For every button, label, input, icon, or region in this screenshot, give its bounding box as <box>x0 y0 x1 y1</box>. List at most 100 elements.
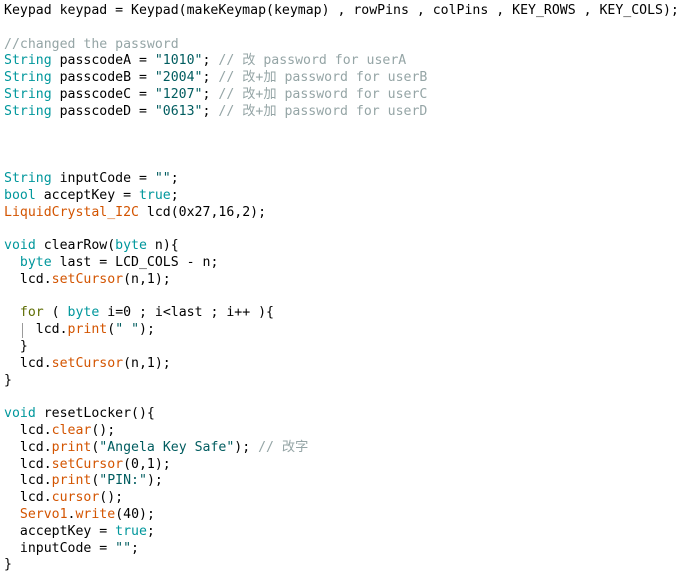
code-token-plain: (); <box>91 422 116 438</box>
code-token-comment: // 改 password for userA <box>218 53 407 69</box>
code-token-plain <box>4 305 20 320</box>
code-token-function: setCursor <box>51 355 124 371</box>
code-token-plain: acceptKey = <box>35 187 139 203</box>
code-token-plain: passcodeB = <box>51 70 155 86</box>
code-line[interactable]: void clearRow(byte n){ <box>4 238 679 255</box>
code-line[interactable]: byte last = LCD_COLS - n; <box>4 255 679 272</box>
code-line[interactable]: } <box>4 557 679 574</box>
code-line[interactable]: String inputCode = ""; <box>4 171 679 188</box>
code-token-type: true <box>115 523 147 539</box>
code-line[interactable] <box>4 389 679 406</box>
code-line[interactable]: //changed the password <box>4 37 679 54</box>
code-token-plain: . <box>67 506 76 522</box>
code-token-string: "" <box>154 170 171 186</box>
code-token-comment: // 改字 <box>258 439 309 455</box>
code-token-comment: //changed the password <box>4 36 179 52</box>
code-token-plain: lcd. <box>4 473 52 489</box>
code-token-plain: (); <box>99 490 124 506</box>
code-token-plain: ( <box>91 473 100 489</box>
code-line[interactable]: lcd.clear(); <box>4 423 679 440</box>
code-token-type: String <box>4 53 52 69</box>
code-line[interactable] <box>4 20 679 37</box>
code-line[interactable] <box>4 289 679 306</box>
code-token-string: "1010" <box>154 53 203 69</box>
code-line[interactable]: String passcodeD = "0613"; // 改+加 passwo… <box>4 104 679 121</box>
code-token-string: "2004" <box>154 70 203 86</box>
code-token-plain: (40); <box>115 506 155 522</box>
code-token-plain: ; <box>170 187 179 203</box>
code-token-string: "0613" <box>154 103 203 119</box>
code-token-function: cursor <box>51 490 100 506</box>
code-line[interactable]: acceptKey = true; <box>4 524 679 541</box>
code-token-type: String <box>4 103 52 119</box>
code-line[interactable]: LiquidCrystal_I2C lcd(0x27,16,2); <box>4 205 679 222</box>
code-token-plain: last = LCD_COLS - n; <box>51 254 219 270</box>
code-token-plain: ; <box>202 86 219 102</box>
code-line[interactable]: void resetLocker(){ <box>4 406 679 423</box>
code-token-plain: i=0 ; i<last ; i++ ){ <box>99 305 274 321</box>
code-token-type: byte <box>19 254 52 270</box>
code-token-type: true <box>138 187 171 203</box>
code-token-plain: ; <box>202 53 219 69</box>
code-token-function: write <box>75 506 116 522</box>
code-line[interactable]: } <box>4 339 679 356</box>
code-line[interactable]: Keypad keypad = Keypad(makeKeymap(keymap… <box>4 3 679 20</box>
code-token-plain: (n,1); <box>123 271 171 287</box>
code-token-string: "PIN:" <box>99 473 147 489</box>
code-token-plain: acceptKey = <box>4 523 116 539</box>
code-line[interactable]: Servo1.write(40); <box>4 507 679 524</box>
code-line[interactable] <box>4 154 679 171</box>
code-token-plain: passcodeD = <box>51 103 155 119</box>
code-token-function: setCursor <box>51 271 124 287</box>
code-line[interactable]: inputCode = ""; <box>4 541 679 558</box>
code-line[interactable]: } <box>4 373 679 390</box>
code-line[interactable]: lcd.cursor(); <box>4 490 679 507</box>
code-token-plain: } <box>4 372 12 388</box>
code-token-plain: ; <box>170 170 179 186</box>
code-token-plain: ; <box>146 523 155 539</box>
code-token-plain: inputCode = <box>4 540 116 556</box>
code-line[interactable]: String passcodeC = "1207"; // 改+加 passwo… <box>4 87 679 104</box>
code-token-plain: lcd(0x27,16,2); <box>138 204 267 220</box>
code-line[interactable] <box>4 137 679 154</box>
code-token-plain: resetLocker(){ <box>35 406 155 422</box>
code-token-plain: ; <box>131 540 139 556</box>
code-token-function: Servo1 <box>19 506 68 522</box>
code-token-type: String <box>4 170 52 186</box>
code-line[interactable]: lcd.print("Angela Key Safe"); // 改字 <box>4 440 679 457</box>
code-token-type: byte <box>115 238 147 254</box>
code-token-keyword: for <box>19 305 44 321</box>
code-token-plain: lcd. <box>4 439 52 455</box>
code-token-plain: } <box>4 338 28 354</box>
code-token-plain: ); <box>146 473 163 489</box>
code-token-type: bool <box>4 187 36 203</box>
code-line[interactable] <box>4 221 679 238</box>
code-line[interactable]: String passcodeA = "1010"; // 改 password… <box>4 53 679 70</box>
code-line[interactable]: bool acceptKey = true; <box>4 188 679 205</box>
code-token-plain: } <box>4 557 12 573</box>
code-line[interactable]: lcd.setCursor(n,1); <box>4 356 679 373</box>
code-token-function: LiquidCrystal_I2C <box>4 204 139 220</box>
code-line[interactable]: lcd.setCursor(n,1); <box>4 272 679 289</box>
code-token-comment: // 改+加 password for userD <box>218 103 428 119</box>
code-token-plain: n){ <box>146 238 179 254</box>
code-line[interactable]: for ( byte i=0 ; i<last ; i++ ){ <box>4 305 679 322</box>
code-token-comment: // 改+加 password for userC <box>218 86 428 102</box>
code-token-plain: lcd. <box>4 322 68 338</box>
code-token-plain: ; <box>202 70 219 86</box>
code-token-plain: lcd. <box>4 456 52 472</box>
code-line[interactable]: lcd.print(" "); <box>4 322 679 339</box>
code-line[interactable]: String passcodeB = "2004"; // 改+加 passwo… <box>4 70 679 87</box>
code-token-function: print <box>51 439 92 455</box>
code-token-type: byte <box>67 305 100 321</box>
code-token-function: setCursor <box>51 456 124 472</box>
code-token-plain: lcd. <box>4 271 52 287</box>
code-line[interactable] <box>4 121 679 138</box>
code-token-plain: inputCode = <box>51 170 155 186</box>
code-text[interactable]: Keypad keypad = Keypad(makeKeymap(keymap… <box>4 3 679 574</box>
code-line[interactable]: lcd.setCursor(0,1); <box>4 457 679 474</box>
code-token-plain: clearRow( <box>35 238 116 254</box>
code-token-plain: ( <box>91 439 100 455</box>
code-line[interactable]: lcd.print("PIN:"); <box>4 473 679 490</box>
